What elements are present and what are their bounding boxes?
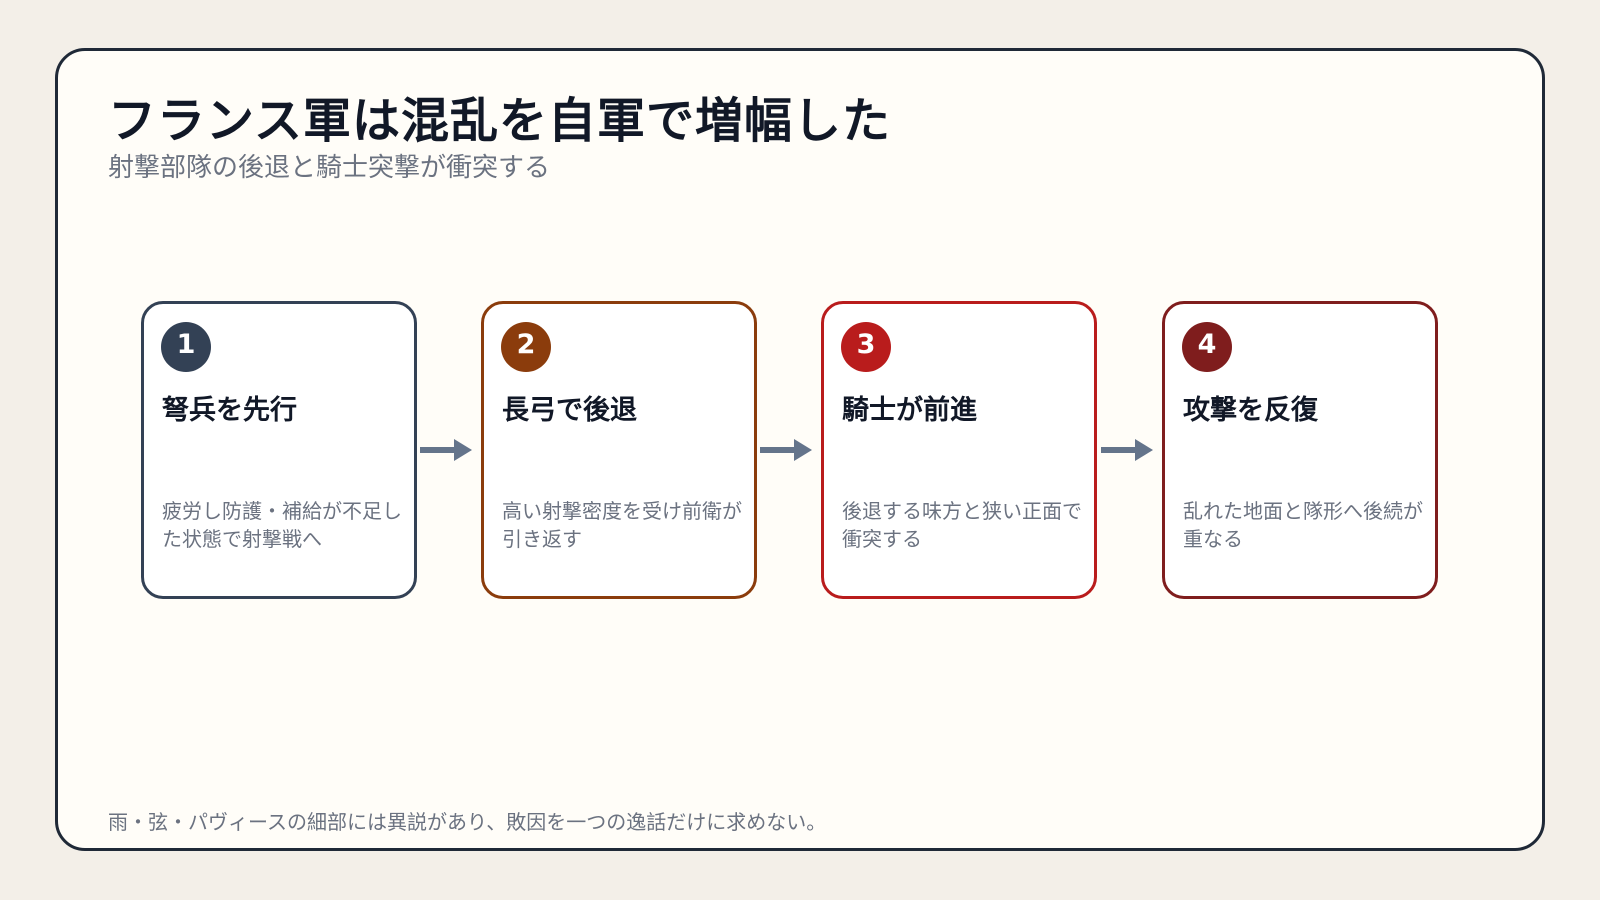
step-number-badge: 4 bbox=[1182, 322, 1232, 372]
step-card-2: 2 長弓で後退 高い射撃密度を受け前衛が引き返す bbox=[481, 301, 757, 599]
arrow-right-icon bbox=[420, 439, 472, 461]
slide-title: フランス軍は混乱を自軍で増幅した bbox=[108, 93, 892, 149]
step-number-badge: 3 bbox=[841, 322, 891, 372]
slide-frame: フランス軍は混乱を自軍で増幅した 射撃部隊の後退と騎士突撃が衝突する 1 弩兵を… bbox=[55, 48, 1545, 851]
step-description: 乱れた地面と隊形へ後続が重なる bbox=[1183, 499, 1423, 551]
step-card-4: 4 攻撃を反復 乱れた地面と隊形へ後続が重なる bbox=[1162, 301, 1438, 599]
step-number-badge: 1 bbox=[161, 322, 211, 372]
step-description: 後退する味方と狭い正面で衝突する bbox=[842, 499, 1082, 551]
step-card-3: 3 騎士が前進 後退する味方と狭い正面で衝突する bbox=[821, 301, 1097, 599]
step-title: 攻撃を反復 bbox=[1183, 395, 1318, 426]
step-description: 高い射撃密度を受け前衛が引き返す bbox=[502, 499, 742, 551]
step-card-1: 1 弩兵を先行 疲労し防護・補給が不足した状態で射撃戦へ bbox=[141, 301, 417, 599]
arrow-right-icon bbox=[1101, 439, 1153, 461]
step-title: 長弓で後退 bbox=[502, 395, 637, 426]
step-title: 騎士が前進 bbox=[842, 395, 977, 426]
step-title: 弩兵を先行 bbox=[162, 395, 297, 426]
slide-subtitle: 射撃部隊の後退と騎士突撃が衝突する bbox=[108, 153, 551, 183]
arrow-right-icon bbox=[760, 439, 812, 461]
step-description: 疲労し防護・補給が不足した状態で射撃戦へ bbox=[162, 499, 402, 551]
step-number-badge: 2 bbox=[501, 322, 551, 372]
footnote: 雨・弦・パヴィースの細部には異説があり、敗因を一つの逸話だけに求めない。 bbox=[108, 810, 827, 834]
